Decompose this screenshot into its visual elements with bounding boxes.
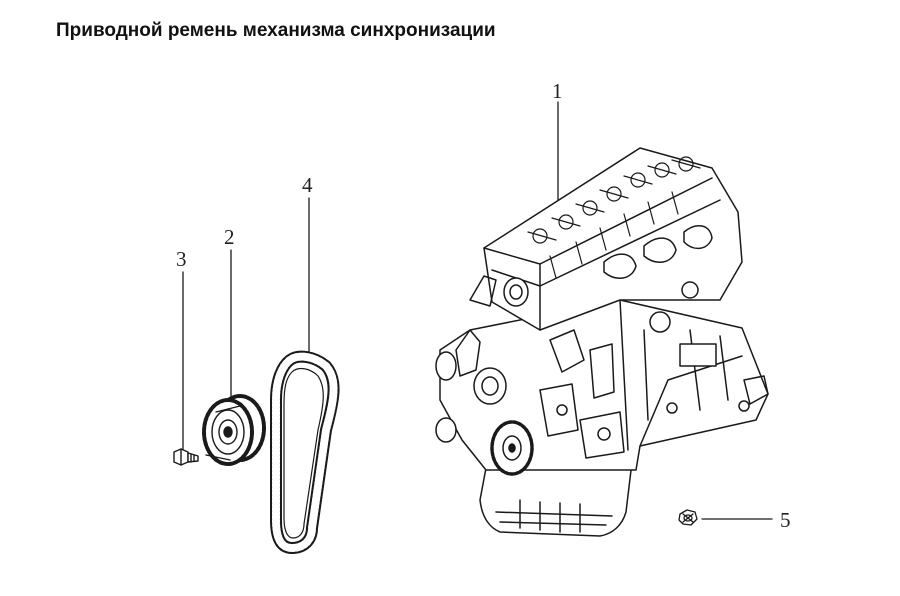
leader-lines — [182, 101, 773, 520]
callout-number-4: 4 — [302, 173, 313, 197]
timing-belt-drawing — [270, 350, 340, 554]
nut-drawing — [678, 509, 698, 526]
bolt-drawing — [173, 448, 199, 466]
engine-drawing — [435, 147, 769, 537]
callout-number-1: 1 — [552, 79, 563, 103]
page-title: Приводной ремень механизма синхронизации — [56, 20, 496, 41]
callout-number-5: 5 — [780, 508, 791, 532]
callout-number-2: 2 — [224, 225, 235, 249]
callout-number-3: 3 — [176, 247, 187, 271]
timing-pulley-drawing — [202, 394, 266, 466]
